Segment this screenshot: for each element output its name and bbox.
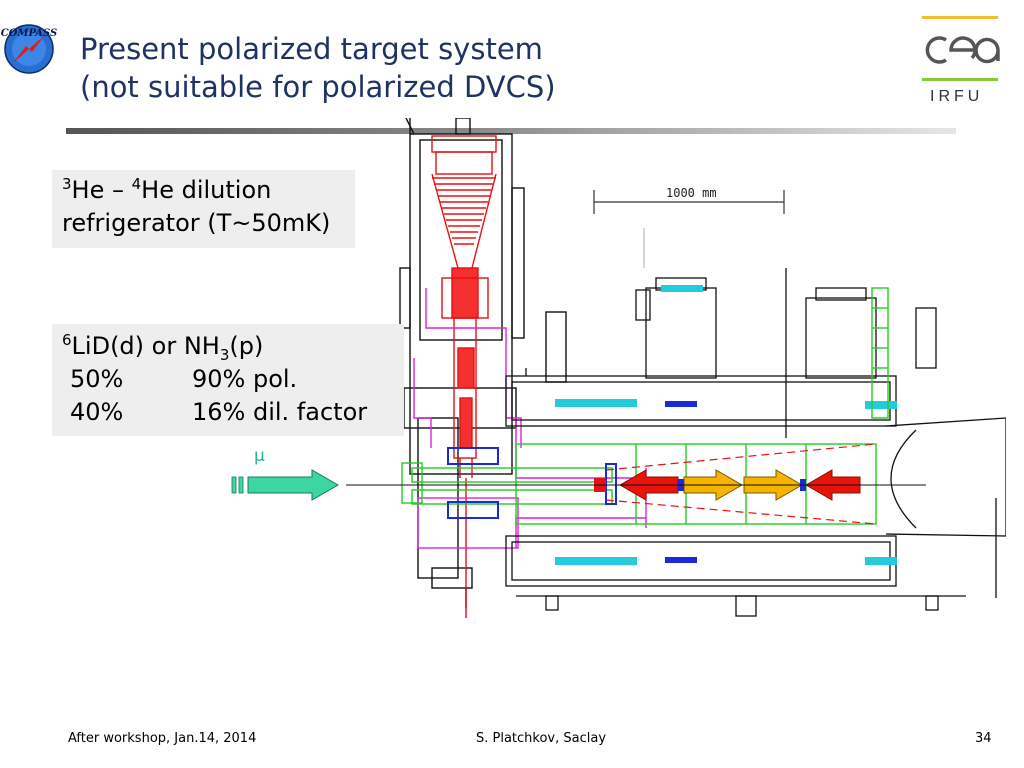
beam-label: μ: [254, 446, 265, 466]
cea-logo-bottom-bar: [922, 78, 998, 81]
scale-label: 1000 mm: [666, 186, 717, 200]
polarization-row: 50% 90% pol.: [62, 363, 404, 396]
refrigerator-info-line-1: 3He – 4He dilution: [62, 174, 355, 207]
helium-4-text: He dilution: [141, 176, 272, 204]
refrigerator-column: [399, 117, 567, 608]
cea-logo-top-bar: [922, 16, 998, 19]
dilution-value-1: 40%: [70, 398, 124, 426]
footer-author: S. Platchkov, Saclay: [476, 731, 607, 746]
target-material-box: 6LiD(d) or NH3(p) 50% 90% pol. 40% 16% dil…: [52, 324, 404, 436]
page-number: 34: [975, 731, 992, 746]
scale-bar: 1000 mm: [593, 186, 785, 214]
dilution-value-2: 16% dil. factor: [192, 398, 368, 426]
compass-logo-icon: COMPASS: [0, 14, 58, 76]
target-material-line: 6LiD(d) or NH3(p): [62, 330, 404, 363]
isotope-6-sup: 6: [62, 331, 72, 349]
dilution-insert: [431, 135, 497, 618]
dilution-row: 40% 16% dil. factor: [62, 396, 404, 429]
refrigerator-info-box: 3He – 4He dilution refrigerator (T~50mK): [52, 170, 355, 248]
material-text: LiD(d) or NH: [71, 332, 220, 360]
footer-event: After workshop, Jan.14, 2014: [68, 731, 257, 746]
irfu-label: IRFU: [930, 88, 984, 105]
slide-title: Present polarized target system (not sui…: [80, 30, 640, 106]
mixing-chamber: [447, 447, 617, 519]
target-system-drawing-svg: 1000 mm: [231, 117, 1007, 618]
target-system-drawing: 1000 mm: [226, 117, 1007, 642]
compass-logo-text: COMPASS: [1, 28, 58, 39]
cryostat-coils: [555, 285, 897, 565]
cea-logo-icon: IRFU: [922, 16, 1000, 106]
helium-3-text: He –: [71, 176, 132, 204]
title-divider: [66, 128, 956, 134]
title-line-1: Present polarized target system: [80, 32, 543, 66]
title-line-2: (not suitable for polarized DVCS): [80, 70, 556, 104]
target-cone: [605, 443, 877, 525]
beam-arrow-icon: [231, 469, 340, 501]
refrigerator-info-line-2: refrigerator (T~50mK): [62, 209, 331, 237]
isotope-3-sup: 3: [62, 175, 72, 193]
isotope-4-sup: 4: [131, 175, 142, 193]
material-suffix: (p): [229, 332, 264, 360]
nh3-sub: 3: [219, 345, 230, 364]
polarization-value-1: 50%: [70, 365, 124, 393]
polarization-value-2: 90% pol.: [192, 365, 298, 393]
